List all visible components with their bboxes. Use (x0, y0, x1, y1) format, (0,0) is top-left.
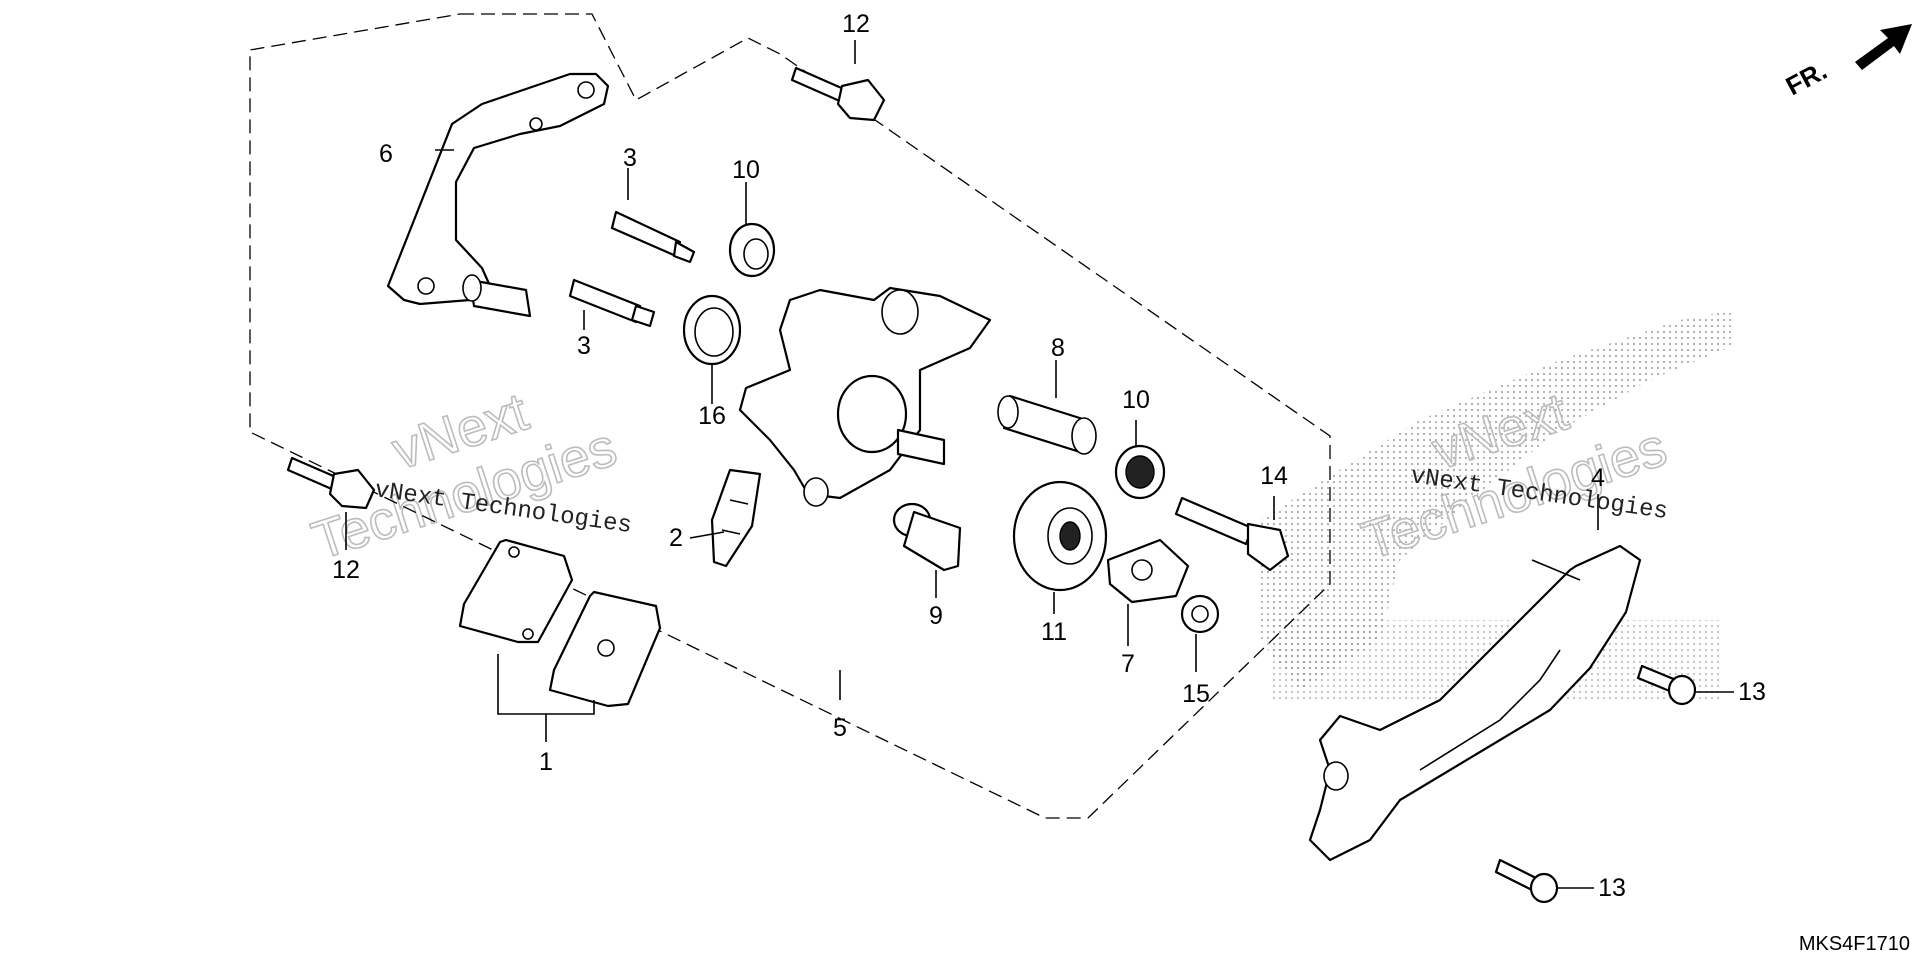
slide-pin-lower (568, 278, 656, 328)
bolt-top (790, 66, 886, 122)
label-7: 7 (1121, 650, 1135, 678)
label-4: 4 (1591, 464, 1605, 492)
slide-pin-upper (610, 210, 696, 264)
label-2: 2 (669, 524, 683, 552)
label-16: 16 (698, 402, 726, 430)
caliper-guard (1308, 544, 1642, 862)
brake-pad-right (548, 590, 662, 708)
label-11: 11 (1041, 618, 1067, 646)
pad-spring (710, 468, 762, 568)
label-12-left: 12 (332, 556, 360, 584)
front-direction-indicator: FR. (1781, 24, 1912, 101)
flange-nut (1180, 594, 1220, 634)
label-13-lower: 13 (1598, 874, 1626, 902)
label-15: 15 (1182, 680, 1210, 708)
label-12-top: 12 (842, 10, 870, 38)
label-1: 1 (539, 748, 553, 776)
caliper-bracket (386, 72, 610, 318)
bearing (1012, 480, 1108, 592)
bolt-lower-left (286, 456, 376, 510)
direction-label: FR. (1781, 55, 1832, 101)
label-10-upper: 10 (732, 156, 760, 184)
label-3-upper: 3 (623, 144, 637, 172)
bleeder-plug (892, 502, 962, 572)
bolt-pivot (1174, 496, 1290, 572)
piston-seal (682, 294, 742, 366)
label-3-lower: 3 (577, 332, 591, 360)
dust-boot-upper (728, 222, 776, 278)
caliper-body (738, 286, 992, 507)
screw-upper (1636, 664, 1697, 706)
brake-pad-left (458, 538, 574, 644)
leader-lines (345, 40, 1734, 889)
label-8: 8 (1051, 334, 1065, 362)
label-10-lower: 10 (1122, 386, 1150, 414)
collar (997, 394, 1097, 455)
label-9: 9 (929, 602, 943, 630)
dust-boot-lower (1114, 444, 1166, 500)
drawing-code: MKS4F1710 (1799, 933, 1910, 955)
screw-lower (1494, 858, 1559, 904)
label-13-upper: 13 (1738, 678, 1766, 706)
part-number-labels: 12 6 3 10 3 16 2 9 8 10 11 7 14 15 12 1 … (332, 10, 1766, 902)
caliper-assembly-outline (249, 13, 1331, 819)
label-5: 5 (833, 714, 847, 742)
label-6: 6 (379, 140, 393, 168)
label-14: 14 (1260, 462, 1288, 490)
lock-washer (1106, 538, 1190, 604)
